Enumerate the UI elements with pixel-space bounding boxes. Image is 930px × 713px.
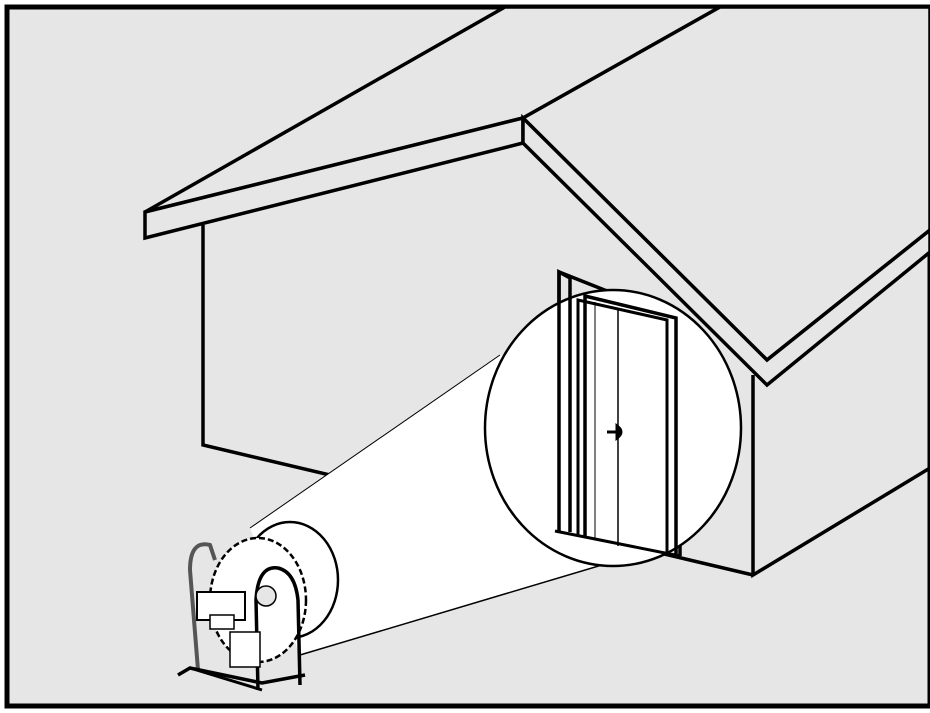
beam-edge-bottom	[299, 561, 613, 656]
beam-edge-top	[249, 354, 501, 529]
side-wall	[751, 375, 930, 579]
house-icon	[143, 5, 930, 579]
door-knob	[607, 422, 623, 442]
spotlight-circle	[483, 288, 743, 568]
door-jamb	[576, 298, 669, 556]
door-icon	[554, 269, 681, 558]
stand-base	[177, 666, 306, 685]
power-cable	[187, 542, 217, 671]
battery-pack	[229, 631, 261, 668]
floodlight-icon	[177, 520, 340, 692]
door-outer-frame	[557, 269, 572, 532]
stand-base-2	[189, 666, 263, 692]
threshold	[554, 529, 681, 558]
door-panel	[583, 293, 678, 558]
roof-fascia-right	[521, 113, 930, 388]
lamp-stand	[254, 566, 302, 691]
control-panel	[209, 614, 235, 630]
lamp-bulb	[255, 585, 277, 607]
